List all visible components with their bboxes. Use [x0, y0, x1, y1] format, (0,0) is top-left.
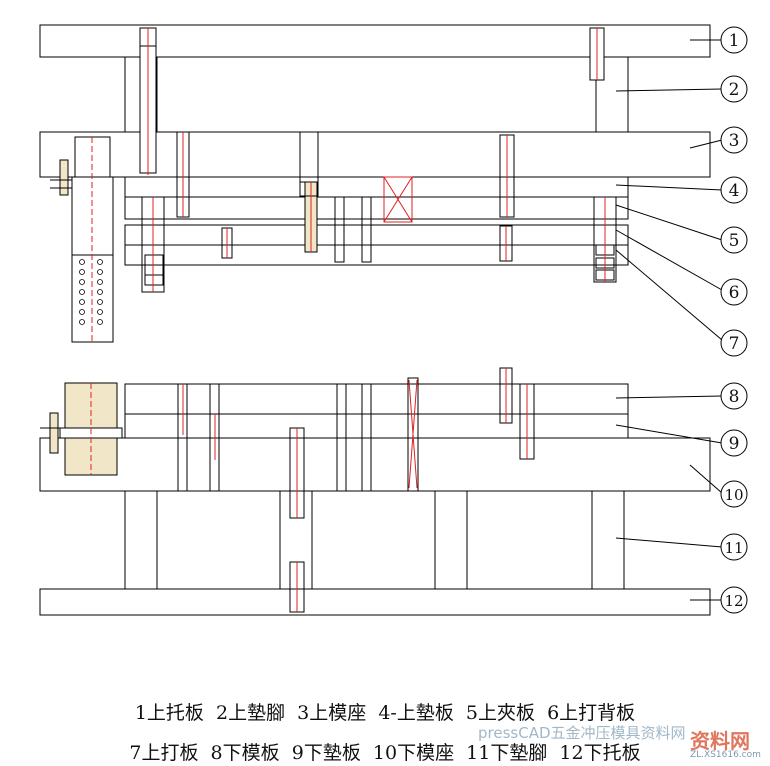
lower-spacer-block-2: [279, 490, 313, 590]
svg-text:6: 6: [729, 283, 740, 303]
callout-10: 10: [720, 480, 748, 508]
svg-text:9: 9: [729, 434, 740, 454]
lower-backing-plate: [124, 413, 629, 439]
upper-backing-plate: [124, 176, 629, 198]
callout-5: 5: [720, 226, 748, 254]
callout-11: 11: [720, 533, 748, 561]
svg-text:1: 1: [729, 31, 740, 51]
svg-text:4: 4: [729, 181, 740, 201]
callout-1: 1: [720, 26, 748, 54]
caption-line-1: 1上托板 2上墊腳 3上模座 4-上墊板 5上夾板 6上打背板: [134, 702, 636, 724]
callout-2: 2: [720, 75, 748, 103]
svg-text:5: 5: [729, 231, 740, 251]
upper-support-plate: [39, 24, 711, 58]
callout-3: 3: [720, 126, 748, 154]
svg-text:10: 10: [724, 486, 743, 504]
upper-clamp-plate: [124, 196, 629, 220]
svg-text:12: 12: [724, 592, 743, 610]
watermark-site: 资料网: [690, 729, 750, 753]
guide-screw: [59, 159, 69, 196]
callout-6: 6: [720, 278, 748, 306]
lower-spacer-block-4: [591, 490, 625, 590]
callout-8: 8: [720, 382, 748, 410]
lower-support-plate: [39, 588, 711, 616]
svg-text:2: 2: [729, 80, 740, 100]
lower-die-set: [39, 437, 711, 492]
svg-text:3: 3: [729, 131, 740, 151]
upper-stripper-plate: [124, 244, 629, 266]
lower-spacer-block-1: [124, 490, 158, 590]
upper-stripper-backing-plate: [124, 224, 629, 246]
svg-text:8: 8: [729, 387, 740, 407]
watermark-text: pressCAD五金冲压模具资料网: [478, 724, 686, 742]
callout-12: 12: [720, 586, 748, 614]
lower-die-plate: [124, 383, 629, 415]
lower-spacer-block-3: [434, 490, 468, 590]
caption-line-2: 7上打板 8下模板 9下墊板 10下模座 11下墊腳 12下托板: [129, 742, 641, 764]
svg-text:7: 7: [729, 334, 740, 354]
callout-9: 9: [720, 429, 748, 457]
svg-text:11: 11: [724, 539, 743, 557]
insert-block: [383, 176, 413, 223]
callout-7: 7: [720, 329, 748, 357]
callout-4: 4: [720, 176, 748, 204]
watermark-url: ZL.XS1616.com: [690, 750, 761, 760]
